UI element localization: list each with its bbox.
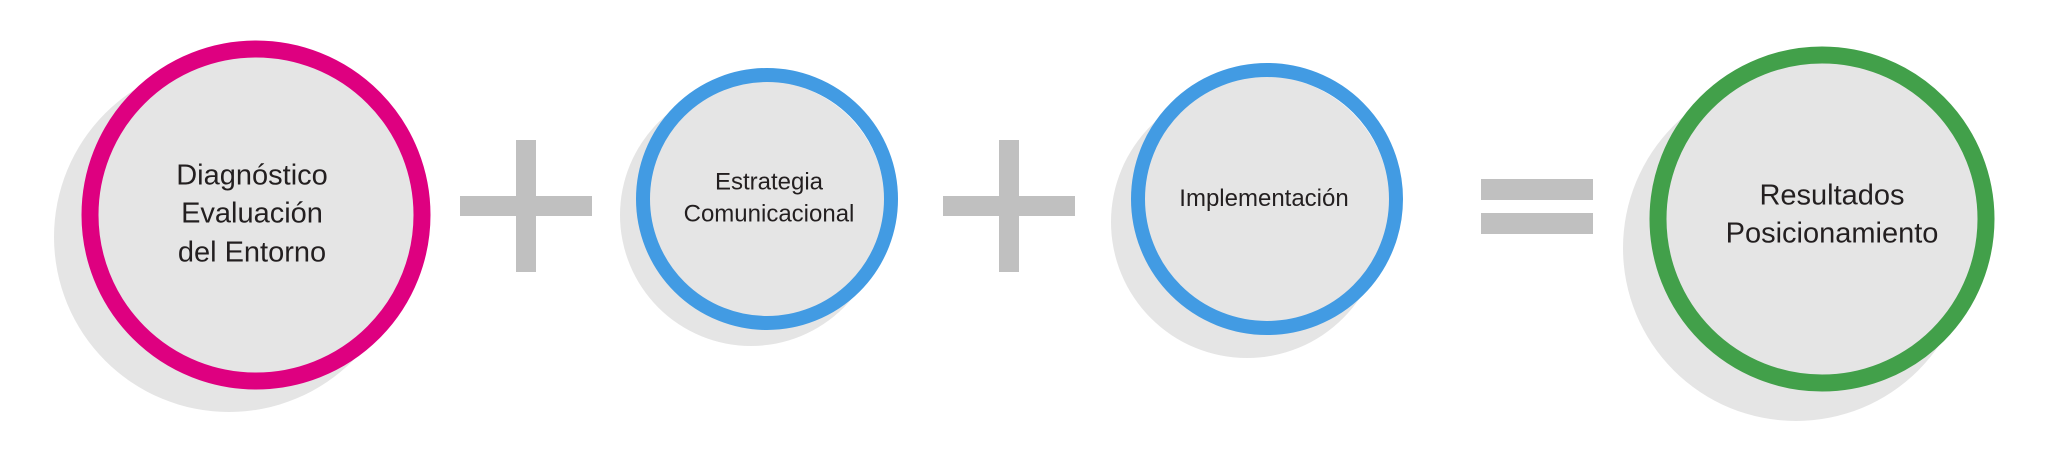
step-label-estrategia: Estrategia Comunicacional (684, 166, 855, 229)
step-label-implementacion: Implementación (1179, 183, 1348, 215)
label-line: Evaluación (181, 197, 323, 230)
label-line: Implementación (1179, 185, 1349, 213)
label-line: del Entorno (177, 236, 327, 269)
step-label-diagnostico: Diagnóstico Evaluación del Entorno (176, 157, 328, 272)
label-line: Diagnóstico (176, 159, 328, 192)
step-circle-estrategia (620, 68, 898, 346)
circle-ring-magenta (81, 40, 431, 390)
circle-ring-blue (636, 68, 898, 330)
step-circle-implementacion (1111, 63, 1403, 358)
equals-operator-icon (1481, 179, 1593, 234)
label-line: Comunicacional (683, 200, 855, 227)
plus-operator-icon (943, 140, 1075, 272)
label-line: Posicionamiento (1725, 218, 1939, 250)
step-circle-resultados (1623, 46, 1995, 421)
step-circle-diagnostico (54, 40, 431, 412)
circle-ring-blue (1131, 63, 1403, 335)
label-line: Estrategia (714, 168, 824, 196)
step-label-resultados: Resultados Posicionamiento (1726, 177, 1939, 254)
label-line: Resultados (1759, 179, 1905, 212)
plus-operator-icon (460, 140, 592, 272)
circle-ring-green (1649, 46, 1995, 392)
